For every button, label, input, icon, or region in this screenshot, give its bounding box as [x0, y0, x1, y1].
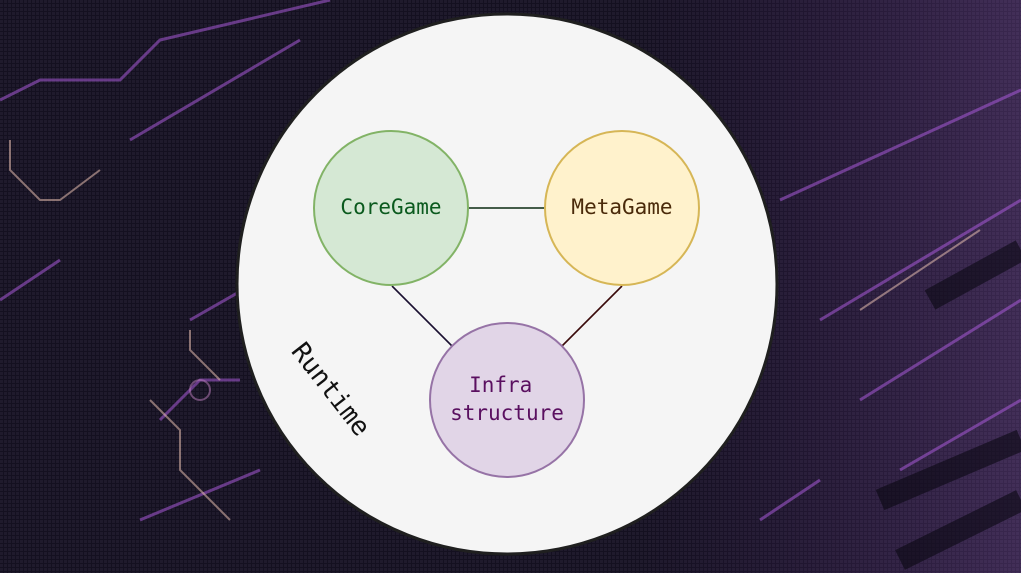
metagame-label: MetaGame — [571, 195, 672, 219]
edge-coregame-infrastructure — [391, 285, 453, 347]
edges — [391, 207, 623, 347]
node-infrastructure: Infra structure — [429, 322, 585, 478]
metagame-circle — [544, 130, 700, 286]
coregame-label: CoreGame — [340, 195, 441, 219]
node-metagame: MetaGame — [544, 130, 700, 286]
coregame-label-line: CoreGame — [340, 195, 441, 219]
coregame-circle — [313, 130, 469, 286]
node-coregame: CoreGame — [313, 130, 469, 286]
infrastructure-label-line-1: Infra — [469, 373, 532, 397]
infrastructure-circle — [429, 322, 585, 478]
edge-metagame-infrastructure — [561, 285, 623, 347]
metagame-label-line: MetaGame — [571, 195, 672, 219]
infrastructure-label: Infra structure — [450, 373, 564, 425]
infrastructure-label-line-2: structure — [450, 401, 564, 425]
